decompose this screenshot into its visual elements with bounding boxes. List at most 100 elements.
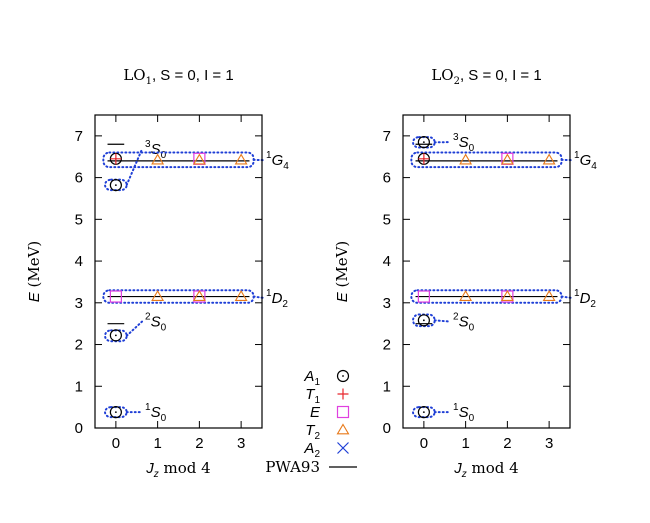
state-label-n: 2 xyxy=(453,312,459,323)
legend-symbol-circle-ring xyxy=(336,369,350,383)
state-label-n: 1 xyxy=(453,402,459,413)
xlabel-rest: mod 4 xyxy=(467,459,519,477)
state-label: 1D2 xyxy=(266,288,288,310)
x-tick-label: 0 xyxy=(420,435,428,452)
x-axis-label: Jz mod 4 xyxy=(453,459,518,480)
state-label-l: S xyxy=(459,134,469,151)
legend-label-sub: 1 xyxy=(314,377,320,388)
y-tick-label: 5 xyxy=(383,211,391,228)
y-tick-label: 6 xyxy=(383,170,391,187)
data-point-triangle xyxy=(234,153,248,165)
state-label-sub: 0 xyxy=(469,143,475,154)
data-point-triangle xyxy=(234,289,248,301)
state-label: 1G4 xyxy=(266,150,289,172)
legend-label-sub: 2 xyxy=(314,431,320,442)
state-label: 1S0 xyxy=(453,402,475,424)
data-point-triangle xyxy=(459,153,473,165)
data-point-circle xyxy=(109,406,122,419)
legend-item-pwa93: PWA93 xyxy=(265,458,357,476)
xlabel-j: J xyxy=(145,460,154,477)
legend-label-main: PWA93 xyxy=(265,458,320,476)
legend-item-t1: T1 xyxy=(305,386,349,406)
legend-label-main: T xyxy=(305,422,316,439)
data-point-circle-dot xyxy=(114,184,117,187)
data-point-triangle xyxy=(192,153,206,165)
state-label-sub: 4 xyxy=(591,161,597,172)
data-point-circle-ring xyxy=(109,406,122,419)
legend-label: T2 xyxy=(305,422,320,442)
legend-label: T1 xyxy=(305,386,320,406)
state-group-box xyxy=(410,151,563,169)
state-label-sub: 0 xyxy=(469,323,475,334)
x-tick-label: 1 xyxy=(461,435,469,452)
state-leader-line xyxy=(125,320,143,337)
y-tick-label: 7 xyxy=(383,128,391,145)
x-tick-label: 0 xyxy=(112,435,120,452)
y-tick-label: 2 xyxy=(383,337,391,354)
data-point-circle-dot xyxy=(422,411,425,414)
legend-symbol-triangle xyxy=(336,423,350,435)
xlabel-j: J xyxy=(453,460,462,477)
title-lo-sub: 2 xyxy=(454,76,460,87)
y-tick-label: 1 xyxy=(75,378,83,395)
state-label-l: G xyxy=(580,152,592,169)
legend-label: E xyxy=(310,404,321,421)
state-label: 2S0 xyxy=(145,312,167,334)
state-label-n: 3 xyxy=(453,132,459,143)
legend-label-sub: 1 xyxy=(314,395,320,406)
state-label-l: S xyxy=(151,314,161,331)
data-point-square xyxy=(109,290,122,303)
legend-item-t2: T2 xyxy=(305,422,350,442)
ylabel-rest: (MeV) xyxy=(25,241,43,293)
x-tick-label: 1 xyxy=(153,435,161,452)
data-point-triangle xyxy=(500,289,514,301)
state-label: 1D2 xyxy=(574,288,596,310)
legend-label: PWA93 xyxy=(265,458,320,476)
data-point-circle xyxy=(109,179,122,192)
data-point-triangle xyxy=(542,153,556,165)
state-label-n: 1 xyxy=(574,288,580,299)
legend-item-a1: A1 xyxy=(303,368,350,388)
state-label-sub: 4 xyxy=(283,161,289,172)
state-label-sub: 0 xyxy=(161,150,167,161)
state-label-l: S xyxy=(151,404,161,421)
y-axis-label: E (MeV) xyxy=(25,241,43,303)
x-tick-label: 2 xyxy=(503,435,511,452)
state-label-n: 1 xyxy=(145,402,151,413)
data-point-circle-ring xyxy=(417,406,430,419)
data-point-triangle xyxy=(500,153,514,165)
legend-symbol-cross xyxy=(337,442,349,454)
state-label-l: S xyxy=(459,404,469,421)
data-point-circle-dot xyxy=(114,411,117,414)
legend-label-main: E xyxy=(310,404,321,421)
legend-item-a2: A2 xyxy=(303,440,349,460)
data-point-circle xyxy=(417,314,430,327)
legend-item-e: E xyxy=(310,404,350,421)
title-lo-sub: 1 xyxy=(146,76,152,87)
state-label-sub: 0 xyxy=(469,413,475,424)
state-label-l: D xyxy=(580,290,591,307)
state-label-sub: 0 xyxy=(161,413,167,424)
data-point-triangle xyxy=(192,289,206,301)
state-label-n: 3 xyxy=(145,139,151,150)
state-label-l: S xyxy=(151,141,161,158)
state-label-sub: 2 xyxy=(590,299,596,310)
plot-frame xyxy=(94,114,263,429)
y-tick-label: 0 xyxy=(75,420,83,437)
data-point-circle-ring xyxy=(417,136,430,149)
legend-symbol-circle-dot xyxy=(342,375,344,377)
state-label: 1S0 xyxy=(145,402,167,424)
state-group-box xyxy=(102,151,255,169)
title-lo: LO xyxy=(123,66,145,84)
panel-title: LO2, S = 0, I = 1 xyxy=(431,66,541,87)
legend-label-sub: 2 xyxy=(314,449,320,460)
legend-symbol-square xyxy=(336,405,350,419)
data-point-circle-ring xyxy=(417,314,430,327)
y-tick-label: 3 xyxy=(383,295,391,312)
y-tick-label: 7 xyxy=(75,128,83,145)
y-tick-label: 4 xyxy=(75,253,83,270)
xlabel-j-sub: z xyxy=(461,469,467,480)
state-label-sub: 2 xyxy=(282,299,288,310)
